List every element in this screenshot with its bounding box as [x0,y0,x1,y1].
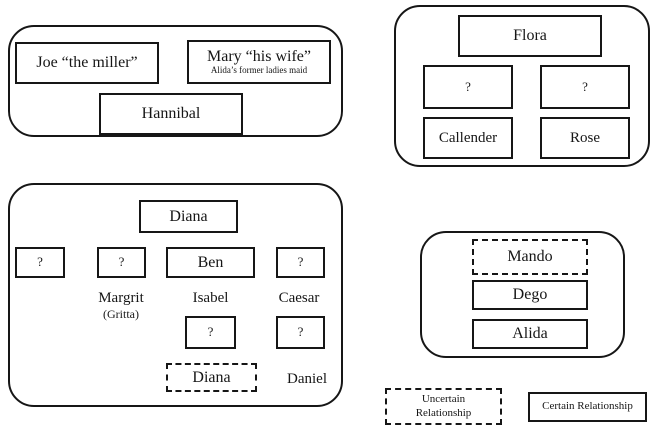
person-name-unknown: ? [207,324,214,340]
person-name-isabel: Isabel [192,290,229,306]
person-box-unknown-child-1: ? [185,316,236,349]
person-name-daniel: Daniel [287,371,327,387]
person-name-ben: Ben [197,253,224,271]
person-box-callender: Callender [423,117,513,159]
person-box-alida: Alida [472,319,588,349]
person-name-caesar: Caesar [278,290,320,306]
person-name-alida: Alida [512,325,548,343]
person-name-hannibal: Hannibal [141,105,201,123]
person-name-diana-child: Diana [192,368,231,386]
person-box-unknown-left: ? [423,65,513,109]
person-name-unknown: ? [465,78,471,94]
person-box-rose: Rose [540,117,630,159]
person-label-caesar: Caesar [254,289,344,307]
legend-uncertain-label: Uncertain Relationship [415,392,472,419]
person-name-diana: Diana [169,207,208,225]
person-box-diana-child-uncertain: Diana [166,363,257,392]
legend-uncertain-relationship: Uncertain Relationship [385,388,502,425]
person-name-margrit: Margrit [98,290,144,306]
person-box-dego: Dego [472,280,588,310]
group-diana-household: Diana ? ? Ben ? Margrit (Gritta) Isabel … [8,183,343,407]
person-name-mary: Mary “his wife” [207,47,311,65]
person-box-ben: Ben [166,247,255,278]
person-box-unknown-right: ? [540,65,630,109]
person-box-unknown-spouse-3: ? [276,247,325,278]
person-box-mary: Mary “his wife” Alida’s former ladies ma… [187,40,331,84]
person-name-unknown: ? [297,324,304,340]
person-box-hannibal: Hannibal [99,93,243,135]
person-name-unknown: ? [582,78,588,94]
group-miller-household: Joe “the miller” Mary “his wife” Alida’s… [8,25,343,137]
person-name-unknown: ? [118,254,125,270]
person-name-unknown: ? [37,254,43,270]
person-box-unknown-child-2: ? [276,316,325,349]
person-box-mando-uncertain: Mando [472,239,588,275]
person-name-mando: Mando [507,248,553,266]
person-box-unknown-spouse-1: ? [15,247,65,278]
person-nickname-gritta: (Gritta) [103,307,139,321]
person-box-unknown-spouse-2: ? [97,247,146,278]
group-flora-household: Flora ? ? Callender Rose [394,5,650,167]
person-label-margrit: Margrit (Gritta) [71,289,171,321]
person-label-isabel: Isabel [166,289,255,307]
person-box-joe: Joe “the miller” [15,42,159,84]
person-box-flora: Flora [458,15,602,57]
person-name-dego: Dego [512,286,548,304]
person-name-flora: Flora [513,27,547,45]
legend-certain-label: Certain Relationship [542,400,633,413]
person-name-unknown: ? [297,254,304,270]
person-box-diana: Diana [139,200,238,233]
legend-certain-relationship: Certain Relationship [528,392,647,422]
person-name-callender: Callender [438,129,498,146]
person-name-rose: Rose [570,129,600,146]
person-name-joe: Joe “the miller” [36,54,138,72]
person-note-mary: Alida’s former ladies maid [210,65,308,76]
group-mando-household: Mando Dego Alida [420,231,625,358]
person-label-daniel: Daniel [266,370,348,388]
